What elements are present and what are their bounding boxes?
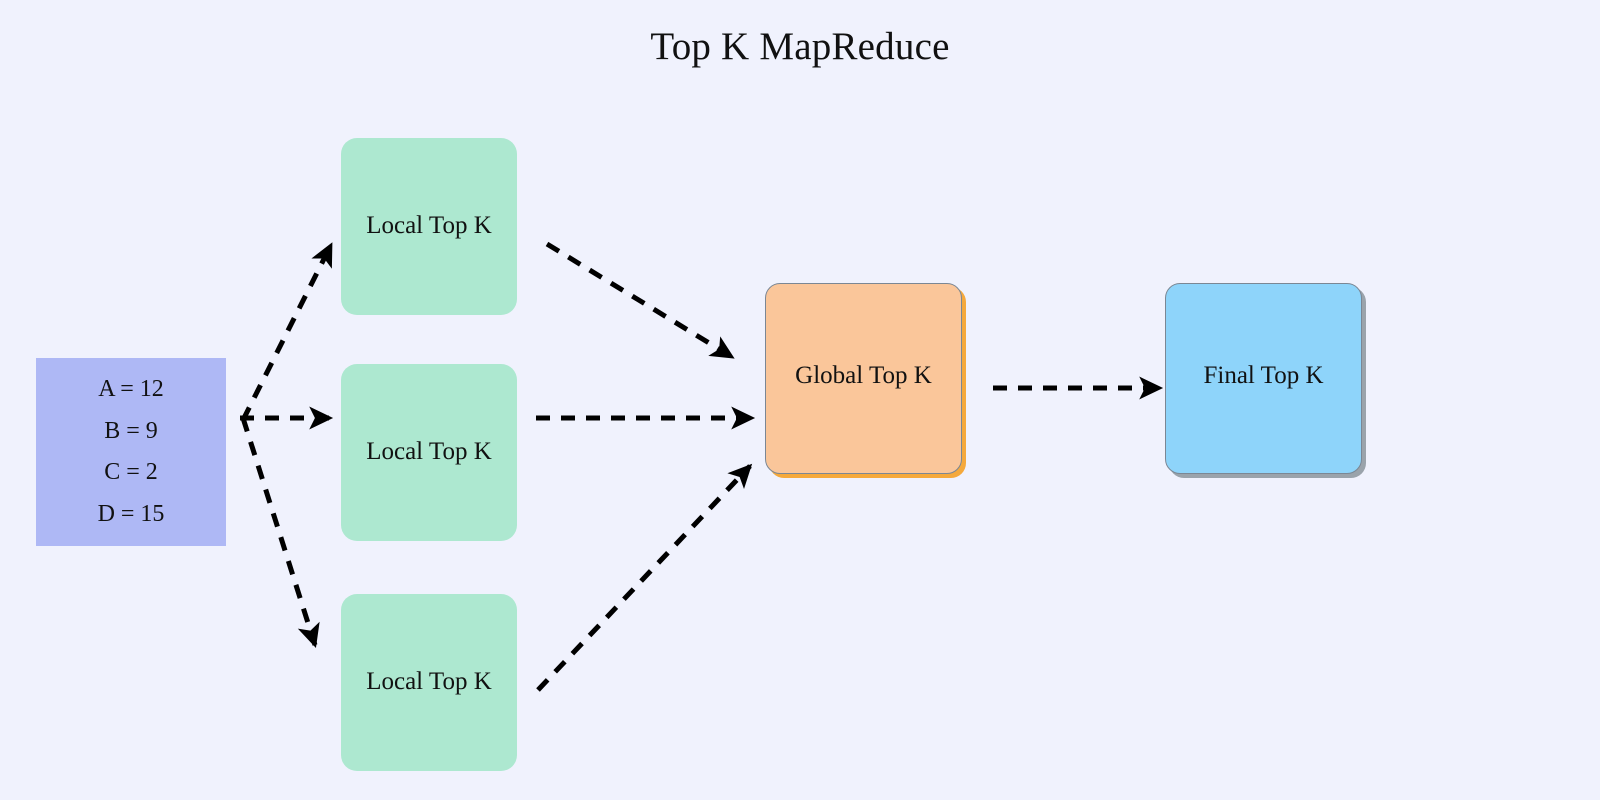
node-label: Global Top K	[795, 362, 932, 389]
node-input-data[interactable]: A = 12 B = 9 C = 2 D = 15	[36, 358, 226, 546]
node-label: Local Top K	[366, 212, 492, 239]
node-local-top-k-3[interactable]: Local Top K	[341, 594, 517, 771]
edge-input-to-local-1	[240, 242, 334, 422]
page-title: Top K MapReduce	[650, 25, 950, 68]
edge-local-1-to-global	[545, 241, 735, 360]
input-line-a: A = 12	[98, 376, 164, 402]
node-local-top-k-1[interactable]: Local Top K	[341, 138, 517, 315]
input-line-c: C = 2	[104, 459, 158, 485]
input-line-b: B = 9	[104, 417, 158, 444]
node-label: Final Top K	[1203, 362, 1324, 389]
node-final-top-k[interactable]: Final Top K	[1165, 283, 1362, 474]
node-label: Local Top K	[366, 438, 492, 465]
input-line-d: D = 15	[97, 500, 165, 527]
node-label: Local Top K	[366, 668, 492, 695]
node-local-top-k-2[interactable]: Local Top K	[341, 364, 517, 541]
edge-local-3-to-global	[536, 463, 753, 692]
node-global-top-k[interactable]: Global Top K	[765, 283, 962, 474]
edge-input-to-local-3	[240, 417, 320, 648]
